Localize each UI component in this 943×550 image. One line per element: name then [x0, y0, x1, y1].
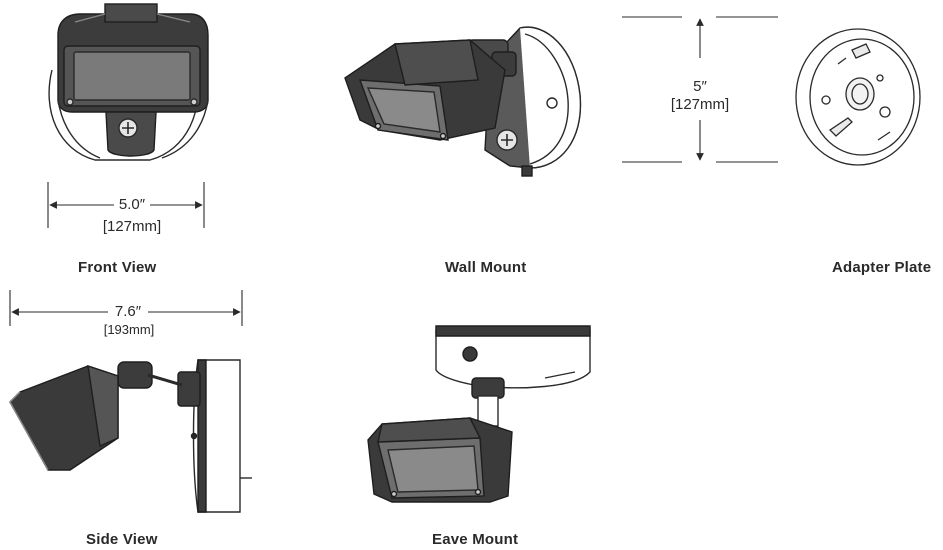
height-value: 5″	[693, 78, 707, 95]
height-dimension-line	[622, 16, 778, 163]
front-width-value: 5.0″	[118, 196, 146, 213]
adapter-plate-drawing	[795, 28, 921, 166]
side-view-drawing	[9, 359, 252, 513]
side-width-metric: [193mm]	[103, 322, 155, 337]
adapter-plate-caption: Adapter Plate	[832, 259, 932, 276]
side-width-dimension-line	[9, 290, 243, 326]
front-width-metric: [127mm]	[102, 218, 162, 235]
eave-mount-drawing	[367, 325, 591, 503]
front-width-dimension-line	[47, 182, 205, 228]
side-width-value: 7.6″	[114, 303, 142, 320]
height-metric: [127mm]	[670, 96, 730, 113]
wall-mount-caption: Wall Mount	[445, 259, 527, 276]
front-view-caption: Front View	[78, 259, 157, 276]
side-view-caption: Side View	[86, 531, 158, 548]
eave-mount-caption: Eave Mount	[432, 531, 519, 548]
front-view-drawing	[48, 3, 209, 161]
wall-mount-drawing	[344, 26, 582, 177]
